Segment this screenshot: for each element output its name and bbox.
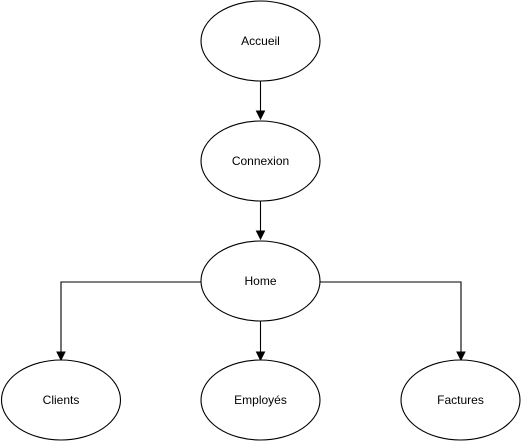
edge-home-factures [320, 281, 462, 354]
edges [56, 81, 466, 362]
arrowhead-clients [56, 351, 66, 362]
node-home-shape [200, 240, 321, 322]
node-factures[interactable]: Factures [400, 359, 521, 441]
edge-home-clients [60, 281, 201, 354]
node-factures-shape [400, 359, 521, 441]
node-accueil-label: Accueil [241, 34, 280, 48]
node-employes[interactable]: Employés [200, 359, 321, 441]
node-factures-label: Factures [437, 393, 484, 407]
node-home[interactable]: Home [200, 240, 321, 322]
node-accueil[interactable]: Accueil [200, 0, 321, 82]
arrowhead-employes [255, 351, 266, 362]
node-clients-label: Clients [43, 393, 80, 407]
arrowhead-connexion [255, 110, 266, 121]
node-employes-shape [200, 359, 321, 441]
node-clients[interactable]: Clients [0, 359, 122, 441]
node-home-label: Home [244, 274, 276, 288]
arrowhead-home [255, 230, 266, 241]
node-connexion-label: Connexion [232, 154, 289, 168]
node-accueil-shape [200, 0, 321, 82]
node-clients-shape [0, 359, 122, 441]
node-connexion-shape [200, 120, 321, 202]
arrowhead-factures [456, 351, 466, 362]
node-connexion[interactable]: Connexion [200, 120, 321, 202]
node-employes-label: Employés [234, 393, 287, 407]
